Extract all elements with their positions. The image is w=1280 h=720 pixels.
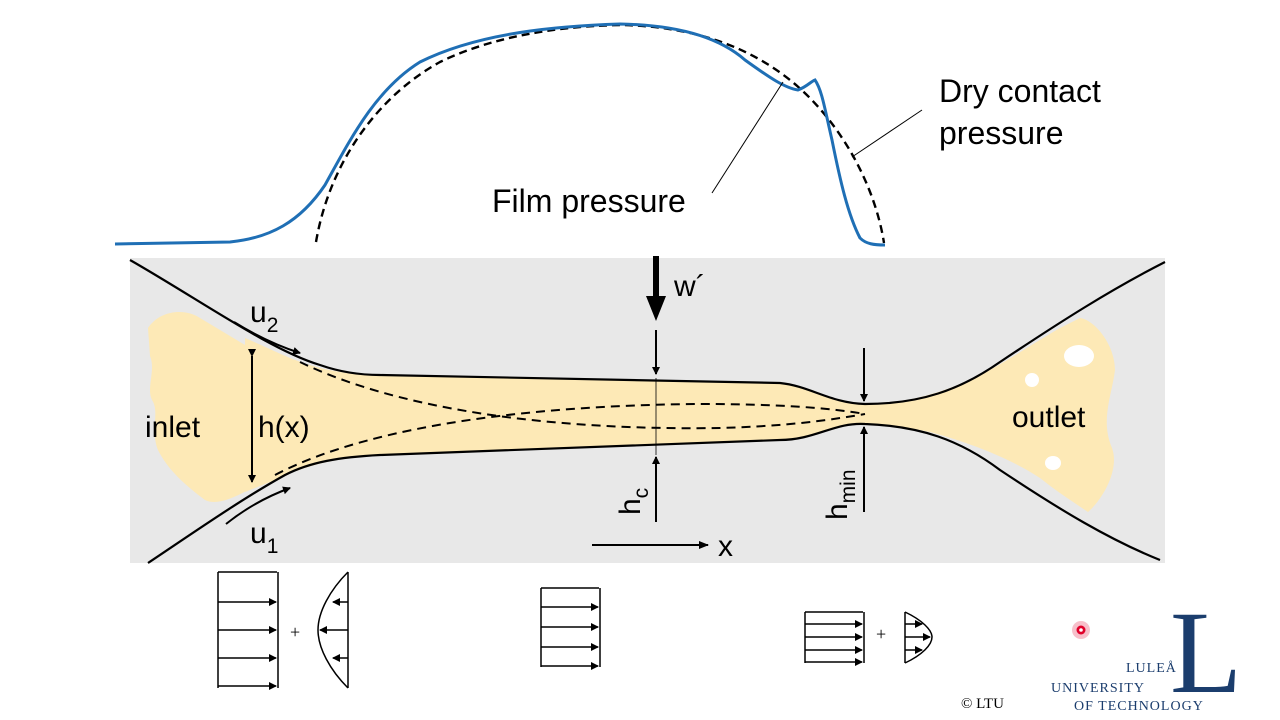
dry-contact-label-line1: Dry contact — [939, 73, 1101, 109]
velocity-profile-inlet — [217, 571, 349, 690]
film-pressure-curve — [114, 22, 886, 247]
copyright-text: © LTU — [961, 696, 1004, 712]
hx-label: h(x) — [258, 411, 310, 444]
lubricant-inlet-blob — [148, 312, 250, 502]
load-arrow-head — [646, 296, 666, 321]
hc-label: hc — [614, 488, 653, 515]
hmin-label: hmin — [821, 469, 860, 520]
velocity-profile-center — [540, 587, 601, 670]
pointer-marker-core — [1079, 628, 1083, 632]
logo-line2: UNIVERSITY — [1051, 681, 1145, 696]
logo-line1: LULEÅ — [1126, 660, 1177, 676]
inlet-label: inlet — [145, 411, 201, 444]
lower-surface — [147, 422, 1161, 564]
undeformed-lower-profile — [274, 402, 866, 476]
plus-sign-left: + — [290, 622, 300, 642]
u1-arrow — [225, 486, 291, 525]
plus-sign-right: + — [876, 624, 886, 644]
u2-label: u2 — [250, 296, 278, 337]
bubble — [1025, 373, 1039, 387]
dry-contact-leader — [851, 109, 923, 158]
bubble — [1045, 456, 1061, 470]
x-axis-label: x — [718, 530, 733, 563]
logo-letter: L — [1170, 587, 1242, 718]
undeformed-upper-profile — [299, 361, 866, 430]
film-pressure-leader — [711, 81, 784, 194]
logo-line3: OF TECHNOLOGY — [1074, 699, 1204, 714]
lubricant-film — [245, 318, 1115, 512]
u1-label: u1 — [250, 517, 278, 558]
outlet-label: outlet — [1012, 401, 1086, 434]
university-logo: L LULEÅ UNIVERSITY OF TECHNOLOGY — [1051, 587, 1242, 718]
load-label: w´ — [673, 270, 706, 303]
dry-contact-label-line2: pressure — [939, 115, 1064, 151]
u2-arrow — [233, 321, 301, 355]
upper-surface — [129, 259, 1166, 406]
bubble — [1064, 345, 1094, 367]
film-pressure-label: Film pressure — [492, 183, 686, 219]
velocity-profile-outlet — [804, 611, 933, 666]
